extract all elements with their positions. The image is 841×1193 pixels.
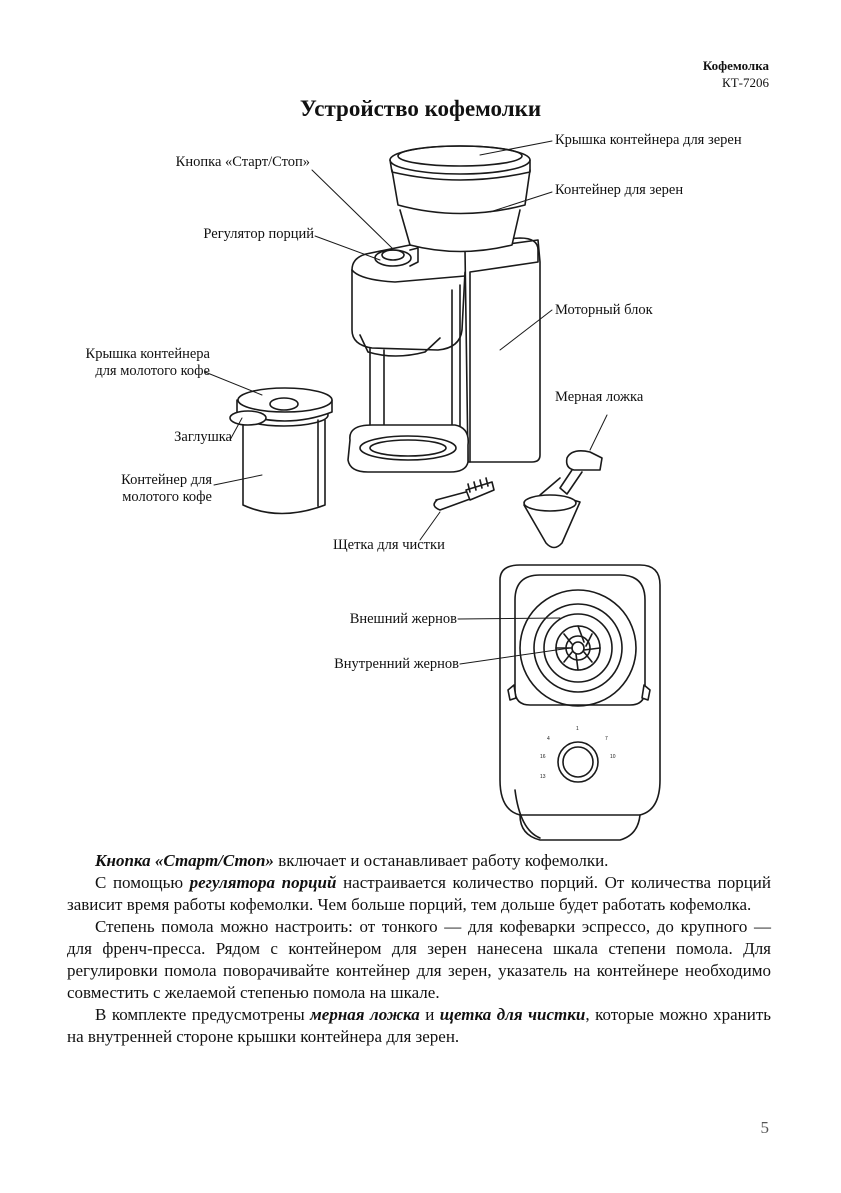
- label-plug: Заглушка: [174, 429, 232, 445]
- dial-mark-7: 7: [605, 736, 608, 742]
- paragraph-1: Кнопка «Старт/Стоп» включает и останавли…: [95, 851, 609, 870]
- page-number: 5: [760, 1118, 770, 1137]
- label-inner-burr: Внутренний жернов: [334, 656, 459, 672]
- spoon-illustration: [523, 450, 603, 549]
- dial-mark-4: 4: [547, 736, 550, 742]
- label-outer-burr: Внешний жернов: [349, 611, 457, 627]
- paragraph-3: Степень помола можно настроить: от тонко…: [67, 917, 771, 1002]
- leader-lines: [204, 140, 608, 665]
- dial-marks: 1 4 7 16 10 13: [540, 726, 616, 780]
- top-view-illustration: [499, 564, 661, 841]
- label-start-stop: Кнопка «Старт/Стоп»: [175, 154, 310, 170]
- label-brush: Щетка для чистки: [333, 537, 445, 553]
- grinder-illustration: [347, 145, 541, 473]
- label-bean-container: Контейнер для зерен: [555, 182, 684, 198]
- label-lid-ground: Крышка контейнера для молотого кофе: [85, 346, 210, 379]
- header-model: КТ-7206: [722, 75, 769, 90]
- page-title: Устройство кофемолки: [299, 96, 542, 121]
- paragraph-2: С помощью регулятора порций настраиваетс…: [67, 873, 771, 914]
- dial-mark-1: 1: [576, 726, 579, 732]
- ground-coffee-container-illustration: [229, 387, 333, 515]
- label-ground-container: Контейнер для молотого кофе: [121, 472, 212, 505]
- label-bean-lid: Крышка контейнера для зерен: [555, 132, 742, 148]
- body-text: Кнопка «Старт/Стоп» включает и останавли…: [67, 850, 771, 1048]
- label-portion: Регулятор порций: [203, 226, 314, 242]
- paragraph-4: В комплекте предусмотрены мерная ложка и…: [67, 1005, 772, 1046]
- header-product: Кофемолка: [702, 58, 769, 73]
- label-spoon: Мерная ложка: [555, 389, 644, 405]
- dial-mark-16: 16: [540, 754, 546, 760]
- page-header: Кофемолка КТ-7206: [703, 57, 769, 91]
- dial-mark-13: 13: [540, 774, 546, 780]
- brush-illustration: [433, 477, 495, 511]
- dial-mark-10: 10: [610, 754, 616, 760]
- label-motor: Моторный блок: [555, 302, 653, 318]
